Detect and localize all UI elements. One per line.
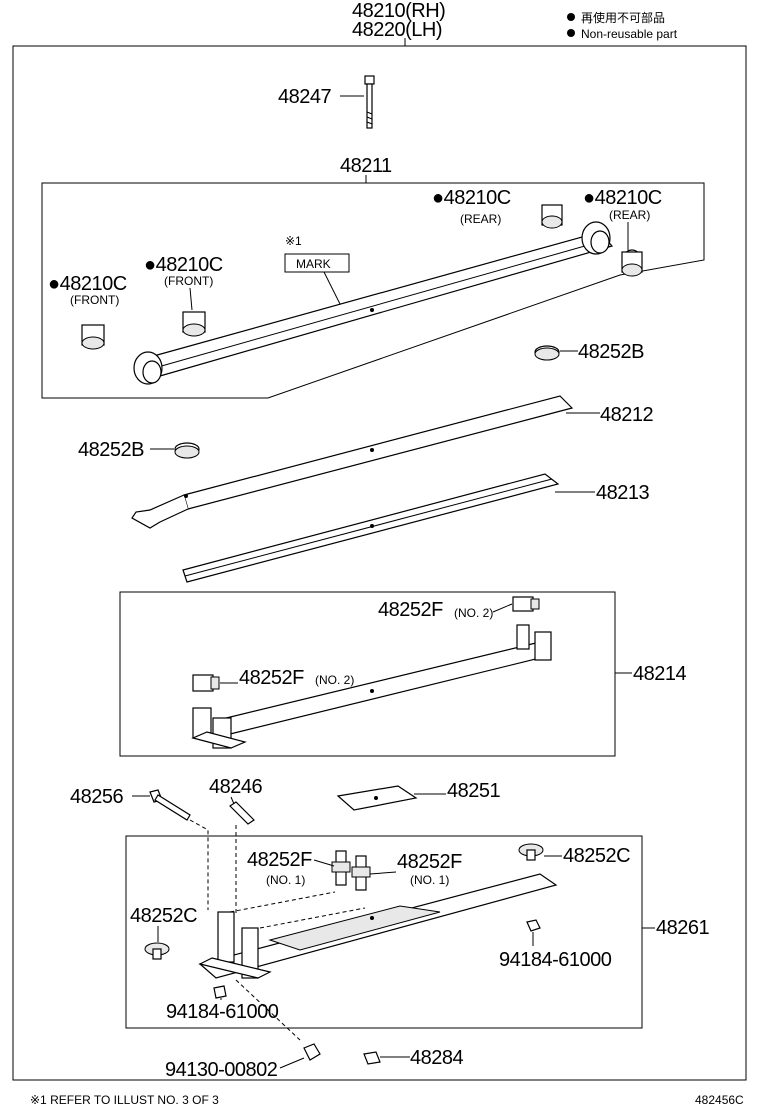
bushing-front-right-icon — [182, 311, 206, 337]
assembly-lh-label[interactable]: 48220(LH) — [352, 19, 443, 41]
part-sublabel-rear-left: (REAR) — [460, 212, 501, 226]
part-label-48284[interactable]: 48284 — [410, 1047, 464, 1069]
clip-48252f-no2-top-icon — [512, 596, 540, 612]
bushing-rear-right-icon — [621, 249, 643, 277]
nut-94184-right-icon — [526, 919, 541, 932]
part-label-48210c-rear-left[interactable]: ●48210C — [432, 187, 511, 209]
bolt-48256-icon — [149, 789, 191, 821]
assembly-frame — [12, 45, 747, 1081]
mark-label: MARK — [296, 257, 331, 271]
leader-48210c-front-right — [189, 287, 193, 311]
pin-48246-icon — [229, 801, 255, 825]
bushing-front-left-icon — [81, 324, 105, 350]
part-sublabel-no2-mid: (NO. 2) — [315, 673, 354, 687]
group-48211-frame — [41, 182, 705, 399]
main-leaf-48211 — [133, 221, 614, 385]
part-sublabel-front-right: (FRONT) — [164, 274, 213, 288]
part-label-48252b-right[interactable]: 48252B — [578, 341, 645, 363]
leader-94130 — [279, 1057, 305, 1069]
group-48261-frame — [125, 835, 643, 1029]
part-label-48210c-front-left[interactable]: ●48210C — [48, 273, 127, 295]
leaf-48261 — [198, 873, 558, 979]
footer-note: ※1 REFER TO ILLUST NO. 3 OF 3 — [30, 1093, 219, 1107]
non-reusable-dot-icon — [567, 13, 575, 21]
part-label-48210c-rear-right[interactable]: ●48210C — [583, 187, 662, 209]
part-label-94184-left[interactable]: 94184-61000 — [166, 1001, 279, 1023]
part-label-48252c-top[interactable]: 48252C — [563, 845, 631, 867]
assembly-rh-label[interactable]: 48210(RH) — [352, 0, 446, 22]
nut-94130-icon — [303, 1043, 321, 1061]
part-label-48252b-left[interactable]: 48252B — [78, 439, 145, 461]
clip-48252f-no1-left-icon — [331, 850, 351, 886]
nut-48284-icon — [363, 1051, 381, 1065]
part-label-48214[interactable]: 48214 — [633, 663, 687, 685]
figure-id: 482456C — [695, 1093, 744, 1107]
clip-48252f-no2-mid-icon — [192, 674, 220, 692]
part-label-94184-right[interactable]: 94184-61000 — [499, 949, 612, 971]
part-label-48213[interactable]: 48213 — [596, 482, 650, 504]
part-sublabel-rear-right: (REAR) — [609, 208, 650, 222]
leader-48252f-no1-right — [369, 871, 397, 875]
clip-48252c-left-icon — [144, 942, 170, 960]
part-label-48212[interactable]: 48212 — [600, 404, 654, 426]
legend-japanese: 再使用不可部品 — [581, 10, 665, 25]
assembly-guide-line — [229, 891, 366, 929]
part-label-48261[interactable]: 48261 — [656, 917, 710, 939]
bolt-48247-icon — [364, 75, 375, 129]
clip-48252c-top-icon — [518, 843, 544, 861]
clip-48252b-left-icon — [174, 442, 200, 459]
leaf-48213 — [182, 473, 560, 583]
legend-english: Non-reusable part — [581, 27, 678, 41]
part-sublabel-no2-top: (NO. 2) — [454, 606, 493, 620]
reference-mark-1: ※1 — [285, 234, 302, 248]
leader-48252f-no1-left — [313, 859, 335, 867]
leader-48252f-no2-top — [492, 603, 513, 613]
group-48214-frame — [119, 591, 616, 757]
leader-mark — [323, 271, 341, 305]
nut-94184-left-icon — [213, 985, 227, 999]
part-label-48252f-no1-right[interactable]: 48252F — [397, 851, 463, 873]
part-label-48246[interactable]: 48246 — [209, 776, 263, 798]
part-label-94130[interactable]: 94130-00802 — [165, 1059, 278, 1081]
part-label-48251[interactable]: 48251 — [447, 780, 501, 802]
part-label-48252f-no2-top[interactable]: 48252F — [378, 599, 444, 621]
clip-48252b-right-icon — [534, 345, 560, 361]
leader-48246 — [230, 796, 235, 805]
part-label-48210c-front-right[interactable]: ●48210C — [144, 254, 223, 276]
part-label-48252f-no1-left[interactable]: 48252F — [247, 849, 313, 871]
bushing-rear-left-icon — [541, 204, 563, 229]
part-label-48252c-left[interactable]: 48252C — [130, 905, 198, 927]
assembly-guide-line — [235, 979, 301, 1041]
part-label-48256[interactable]: 48256 — [70, 786, 124, 808]
part-label-48247[interactable]: 48247 — [278, 86, 332, 108]
part-sublabel-no1-left: (NO. 1) — [266, 873, 305, 887]
assembly-guide-line — [189, 819, 209, 910]
part-sublabel-no1-right: (NO. 1) — [410, 873, 449, 887]
leaf-48212 — [131, 395, 574, 529]
leaf-48214 — [191, 624, 552, 749]
non-reusable-dot-icon — [567, 29, 575, 37]
mark-callout-box — [284, 253, 350, 273]
clip-48252f-no1-right-icon — [351, 855, 371, 891]
part-label-48252f-no2-mid[interactable]: 48252F — [239, 667, 305, 689]
part-label-48211[interactable]: 48211 — [340, 155, 393, 177]
part-sublabel-front-left: (FRONT) — [70, 293, 119, 307]
